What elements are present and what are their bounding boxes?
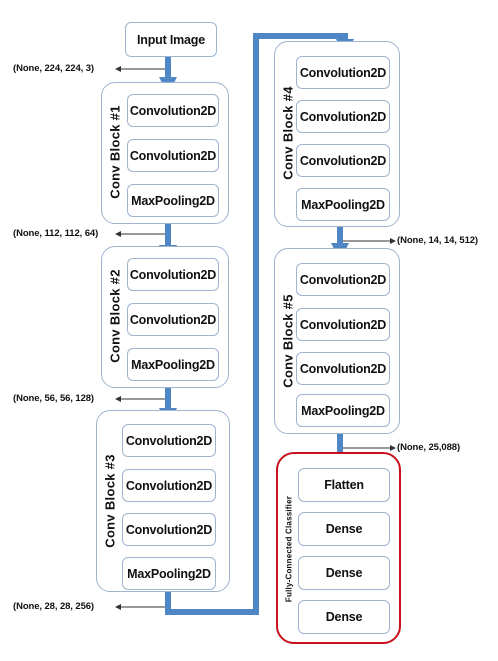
conv-block-1-layer-3: MaxPooling2D [127,184,219,217]
conv-block-2-layer-3: MaxPooling2D [127,348,219,381]
input-image-label: Input Image [137,32,205,47]
conv-block-3-layer-3: Convolution2D [122,513,216,546]
classifier-layer-dense-3: Dense [298,600,390,634]
conv-block-1-output-shape: (None, 112, 112, 64) [13,228,99,239]
conv-block-4-output-shape: (None, 14, 14, 512) [397,235,478,246]
conv-block-3-output-shape: (None, 28, 28, 256) [13,601,94,612]
conv-block-2-layer-2: Convolution2D [127,303,219,336]
classifier-layer-flatten: Flatten [298,468,390,502]
classifier-layer-dense-2: Dense [298,556,390,590]
conv-block-5-layer-3: Convolution2D [296,352,390,385]
conv-block-4-layer-2: Convolution2D [296,100,390,133]
conv-block-5-output-shape: (None, 25,088) [397,442,461,453]
conv-block-1-label: Conv Block #1 [107,105,123,199]
classifier-layer-dense-1: Dense [298,512,390,546]
conv-block-3-label: Conv Block #3 [102,454,118,548]
input-image-box: Input Image [125,22,217,57]
conv-block-5-layer-4: MaxPooling2D [296,394,390,427]
conv-block-4-layer-4: MaxPooling2D [296,188,390,221]
conv-block-5-layer-1: Convolution2D [296,263,390,296]
conv-block-2-output-shape: (None, 56, 56, 128) [13,393,94,404]
classifier-label: Fully-Connected Classifier [284,495,294,603]
conv-block-3-layer-1: Convolution2D [122,424,216,457]
conv-block-5-layer-2: Convolution2D [296,308,390,341]
conv-block-1-layer-1: Convolution2D [127,94,219,127]
conv-block-3-layer-2: Convolution2D [122,469,216,502]
conv-block-1-layer-2: Convolution2D [127,139,219,172]
conv-block-2-layer-1: Convolution2D [127,258,219,291]
input-shape-label: (None, 224, 224, 3) [13,63,94,74]
flow-arrow-block3-to-block4 [165,33,354,615]
conv-block-2-label: Conv Block #2 [107,269,123,363]
conv-block-4-layer-1: Convolution2D [296,56,390,89]
conv-block-3-layer-4: MaxPooling2D [122,557,216,590]
conv-block-4-layer-3: Convolution2D [296,144,390,177]
conv-block-5-label: Conv Block #5 [280,294,296,388]
conv-block-4-label: Conv Block #4 [280,86,296,180]
